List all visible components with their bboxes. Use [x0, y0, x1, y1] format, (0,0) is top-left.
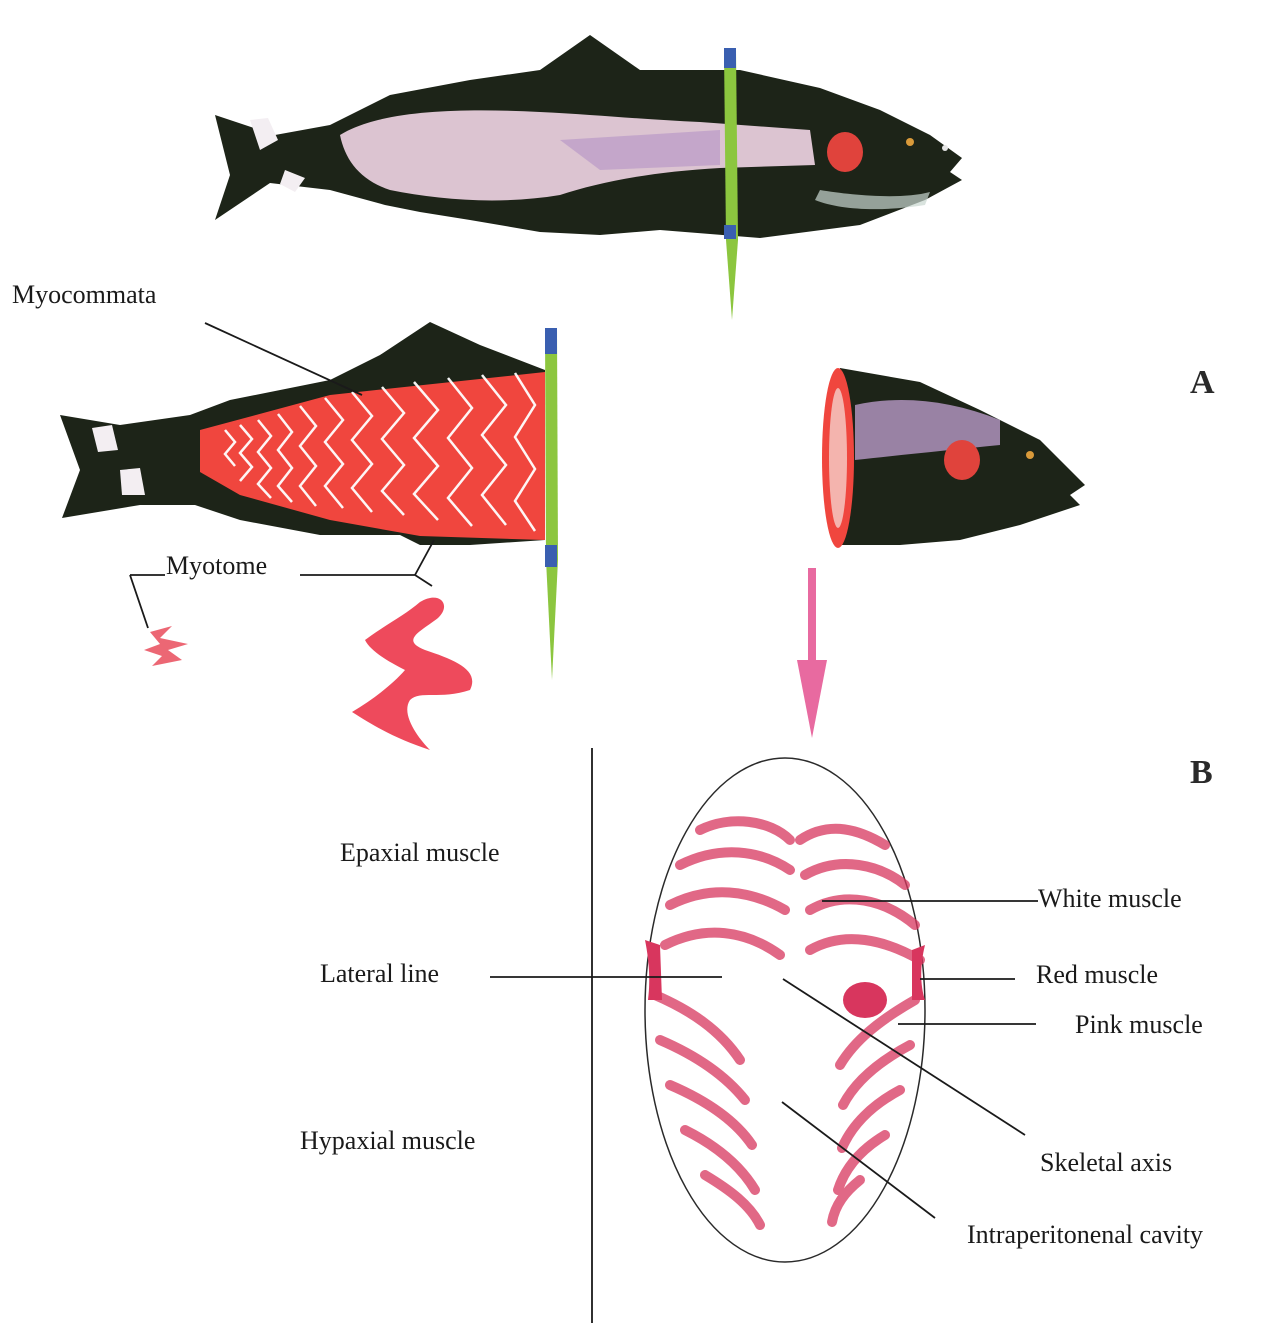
knife-top — [724, 48, 738, 320]
white-muscle-label: White muscle — [1038, 886, 1182, 912]
red-muscle-label: Red muscle — [1036, 962, 1158, 988]
whole-fish — [215, 35, 962, 238]
down-arrow — [797, 568, 827, 738]
knife-middle — [545, 328, 558, 680]
intraperitoneal-cavity-label: Intraperitonenal cavity — [967, 1222, 1203, 1248]
pink-muscle-label: Pink muscle — [1075, 1012, 1203, 1038]
cross-section — [645, 758, 925, 1262]
hypaxial-muscle-label: Hypaxial muscle — [300, 1128, 475, 1154]
lateral-line-label: Lateral line — [320, 961, 439, 987]
panel-b-label: B — [1190, 756, 1213, 790]
myotome-label: Myotome — [166, 553, 267, 579]
rear-fish-half — [60, 322, 545, 545]
skeletal-axis-label: Skeletal axis — [1040, 1150, 1172, 1176]
epaxial-muscle-label: Epaxial muscle — [340, 840, 500, 866]
myotome-fragments — [144, 598, 472, 750]
myocommata-label: Myocommata — [12, 282, 156, 308]
panel-a-label: A — [1190, 366, 1215, 400]
head-fish-half — [822, 368, 1085, 548]
